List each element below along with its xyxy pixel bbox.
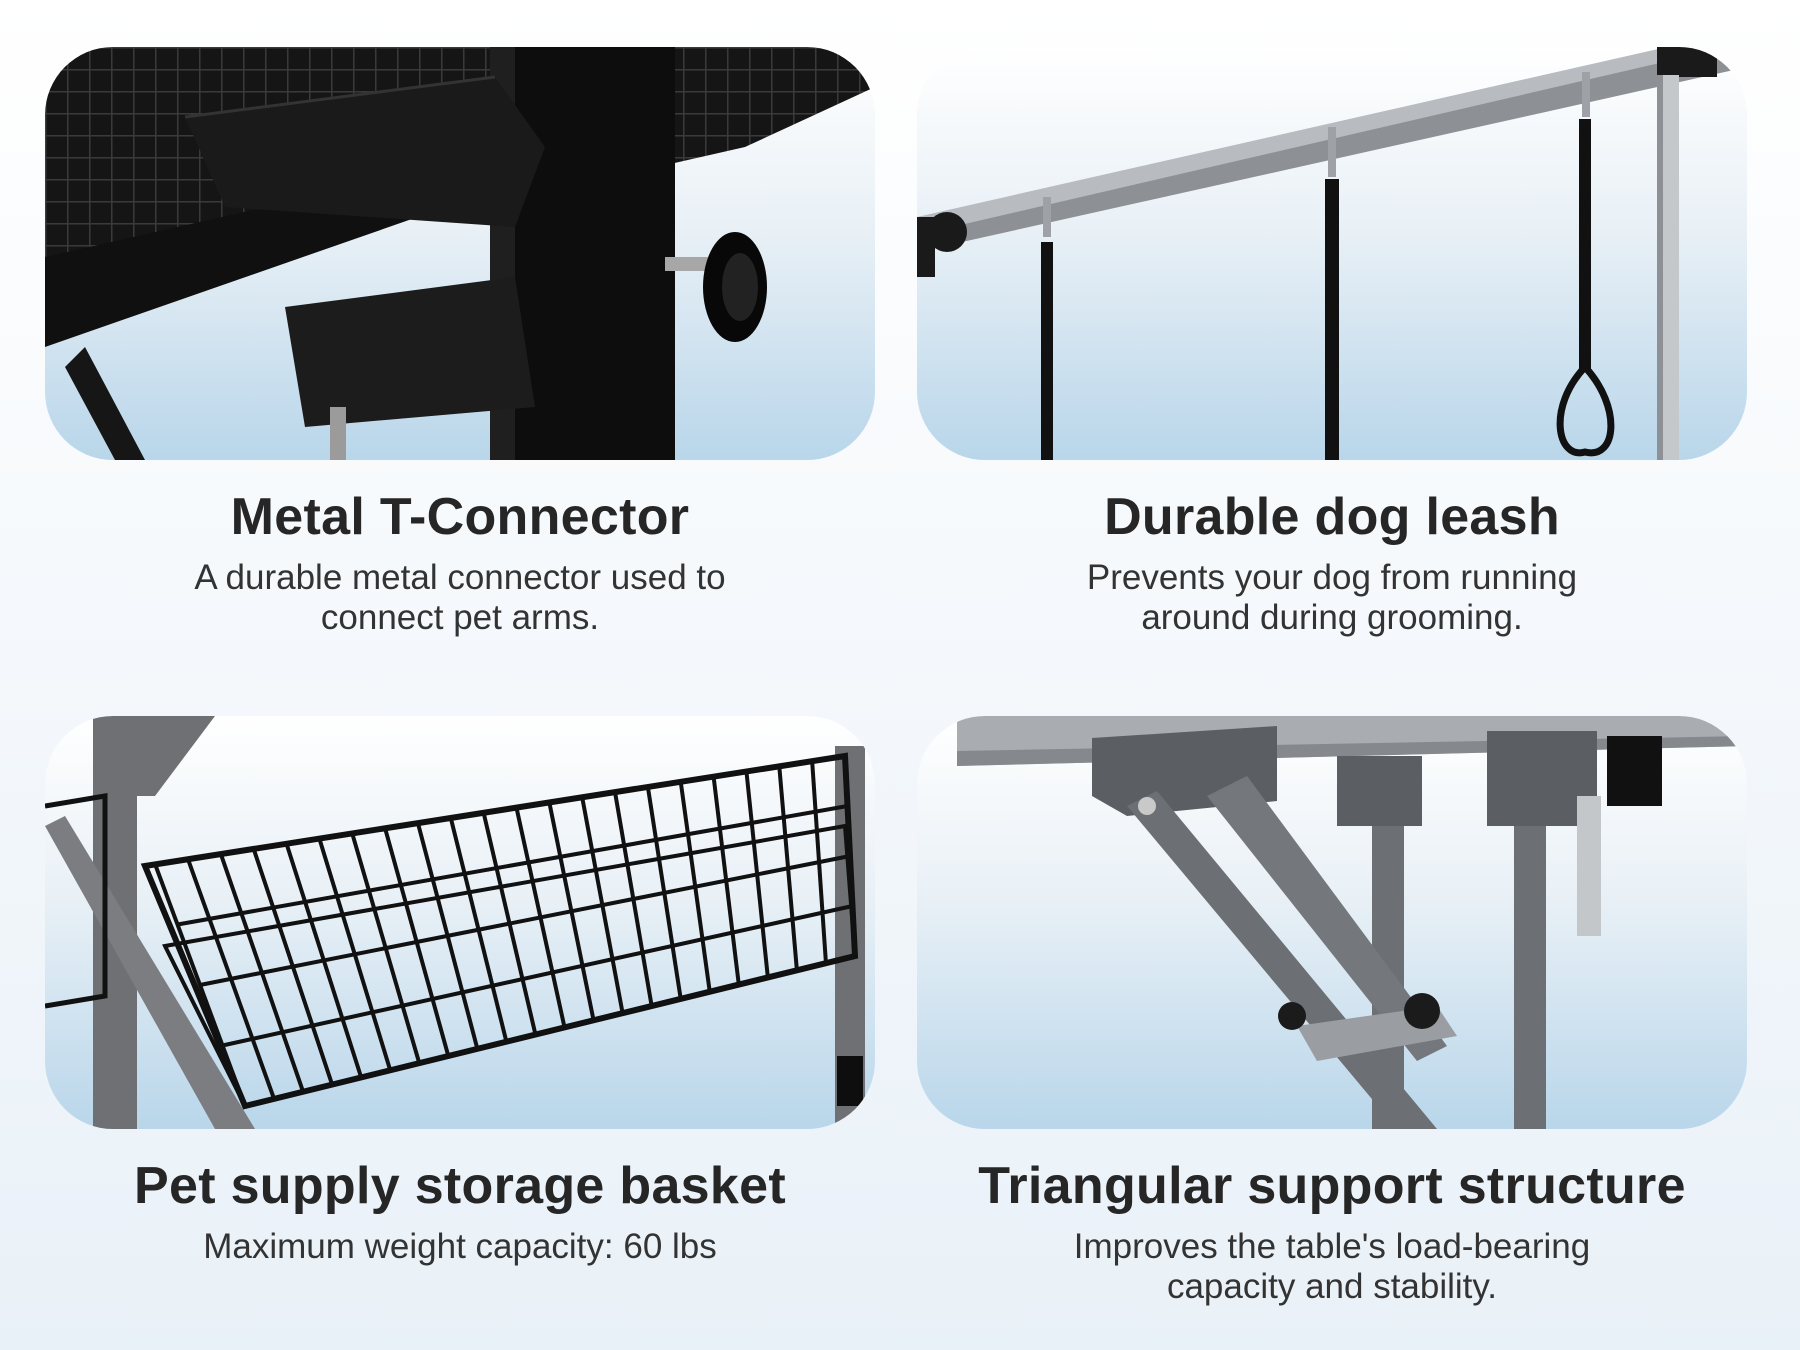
feature-description: Improves the table's load-bearing capaci… (1073, 1226, 1591, 1307)
feature-description: A durable metal connector used to connec… (194, 557, 726, 638)
feature-card-t-connector: Metal T-Connector A durable metal connec… (45, 47, 875, 638)
metal-t-connector-photo (45, 47, 875, 460)
storage-basket-photo (45, 716, 875, 1129)
feature-description: Maximum weight capacity: 60 lbs (203, 1226, 717, 1266)
feature-title: Pet supply storage basket (134, 1157, 786, 1215)
feature-card-storage-basket: Pet supply storage basket Maximum weight… (45, 716, 875, 1267)
triangular-support-photo (917, 716, 1747, 1129)
feature-card-triangular-support: Triangular support structure Improves th… (917, 716, 1747, 1307)
feature-card-dog-leash: Durable dog leash Prevents your dog from… (917, 47, 1747, 638)
feature-title: Durable dog leash (1104, 488, 1560, 546)
feature-description: Prevents your dog from running around du… (1086, 557, 1578, 638)
feature-title: Metal T-Connector (230, 488, 690, 546)
dog-leash-photo (917, 47, 1747, 460)
feature-title: Triangular support structure (978, 1157, 1686, 1215)
